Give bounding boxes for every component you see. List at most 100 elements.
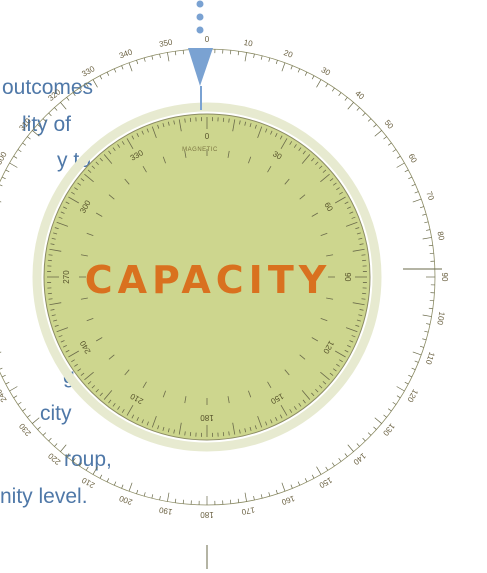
outer-tick	[27, 136, 31, 140]
outer-tick	[42, 118, 47, 122]
inner-tick	[293, 144, 297, 148]
outer-tick	[290, 65, 293, 70]
inner-tick	[320, 371, 330, 381]
outer-tick	[48, 437, 52, 442]
body-text-line: city	[40, 402, 72, 425]
inner-tick	[80, 178, 85, 182]
inner-tick	[270, 419, 273, 424]
outer-tick	[373, 124, 377, 128]
inner-tick	[359, 309, 364, 311]
inner-tick	[347, 345, 351, 348]
inner-secondary-tick	[299, 194, 306, 200]
inner-secondary-tick	[267, 165, 272, 173]
inner-tick	[279, 135, 283, 140]
inner-tick	[334, 350, 346, 358]
outer-tick	[404, 381, 409, 385]
outer-degree-label: 310	[17, 116, 33, 132]
inner-tick	[63, 206, 67, 209]
outer-tick	[1, 176, 6, 180]
outer-tick	[396, 162, 405, 168]
inner-tick	[50, 309, 55, 311]
inner-tick	[298, 402, 302, 407]
inner-tick	[84, 371, 94, 381]
capacity-title: CAPACITY	[85, 258, 332, 302]
inner-secondary-tick	[108, 194, 115, 200]
inner-degree-label: 0	[205, 132, 210, 141]
outer-tick	[281, 62, 286, 72]
outer-degree-label: 320	[46, 87, 62, 103]
inner-tick	[301, 154, 311, 164]
outer-tick	[392, 149, 397, 153]
inner-tick	[351, 335, 356, 338]
inner-secondary-tick	[320, 318, 328, 322]
outer-tick	[347, 102, 354, 110]
inner-tick	[146, 128, 149, 133]
inner-tick	[318, 385, 323, 389]
inner-secondary-tick	[248, 390, 252, 398]
inner-secondary-tick	[299, 354, 306, 360]
outer-tick	[383, 136, 387, 140]
inner-tick	[80, 372, 85, 376]
inner-tick	[162, 123, 165, 128]
outer-tick	[151, 55, 154, 60]
outer-tick	[113, 68, 117, 73]
outer-tick	[159, 496, 161, 501]
outer-tick	[396, 155, 401, 159]
outer-tick	[17, 149, 22, 153]
inner-secondary-tick	[248, 156, 252, 164]
inner-tick	[58, 335, 63, 338]
inner-secondary-tick	[227, 150, 230, 158]
outer-tick	[408, 374, 413, 378]
inner-tick	[136, 417, 139, 421]
outer-tick	[159, 53, 161, 58]
inner-tick	[65, 201, 70, 205]
outer-tick	[311, 474, 315, 479]
outer-tick	[0, 201, 2, 203]
inner-tick	[131, 414, 135, 419]
outer-degree-label: 140	[351, 451, 367, 467]
inner-tick	[48, 298, 53, 300]
outer-tick	[374, 417, 382, 424]
outer-tick	[297, 68, 301, 73]
outer-tick	[106, 478, 110, 483]
inner-secondary-tick	[284, 369, 290, 376]
inner-tick	[151, 415, 157, 428]
inner-tick	[344, 201, 349, 205]
inner-tick	[84, 173, 94, 183]
inner-tick	[131, 135, 135, 140]
inner-tick	[275, 133, 278, 137]
outer-tick	[422, 314, 432, 317]
outer-degree-label: 180	[200, 510, 214, 519]
inner-tick	[121, 141, 125, 145]
inner-tick	[74, 363, 78, 367]
inner-secondary-tick	[184, 150, 187, 158]
outer-tick	[344, 97, 348, 101]
inner-tick	[254, 124, 257, 129]
outer-tick	[5, 381, 10, 385]
outer-tick	[367, 118, 372, 122]
outer-tick	[85, 466, 89, 471]
inner-tick	[56, 221, 69, 227]
body-text-line: outcomes	[2, 76, 93, 99]
inner-tick	[87, 169, 92, 173]
outer-tick	[27, 414, 31, 418]
outer-tick	[396, 386, 405, 392]
inner-tick	[254, 425, 257, 430]
inner-tick	[112, 147, 116, 152]
body-text-line: roup,	[64, 448, 112, 471]
outer-tick	[362, 112, 366, 117]
outer-tick	[356, 107, 360, 111]
outer-degree-label: 60	[406, 152, 419, 165]
outer-tick	[143, 57, 146, 62]
outer-tick	[268, 57, 271, 62]
outer-tick	[143, 492, 146, 497]
outer-degree-label: 300	[0, 150, 9, 167]
inner-tick	[99, 392, 103, 397]
inner-tick	[58, 216, 63, 219]
inner-degree-label: 180	[200, 413, 214, 422]
inner-degree-label: 90	[343, 273, 352, 282]
inner-secondary-tick	[162, 390, 166, 398]
outer-tick	[253, 496, 255, 501]
inner-tick	[361, 254, 366, 256]
outer-tick	[268, 492, 271, 497]
